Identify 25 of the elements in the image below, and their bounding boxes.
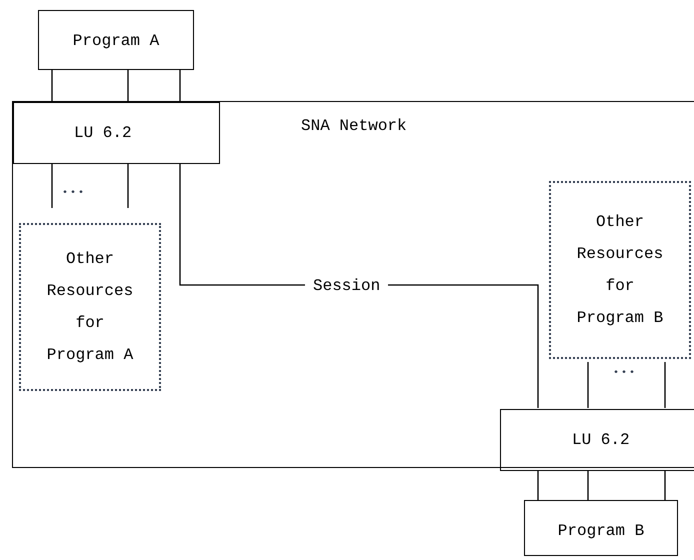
connector-line (537, 470, 539, 500)
connector-line (179, 70, 181, 101)
connector-line (127, 70, 129, 101)
connector-line (664, 362, 666, 408)
resource-block (549, 181, 691, 359)
ellipsis-label: ••• (62, 187, 86, 201)
connector-line (127, 163, 129, 208)
lu-box (500, 409, 694, 471)
connector-line (587, 362, 589, 408)
program-box (524, 500, 678, 556)
resource-block (19, 223, 161, 391)
program-label: Program B (556, 521, 646, 542)
connector-line (664, 470, 666, 500)
resource-text: Other Resources for Program B (576, 212, 664, 329)
connector-line (51, 70, 53, 101)
lu-label: LU 6.2 (74, 123, 132, 144)
lu-box (13, 102, 220, 164)
program-box (38, 10, 194, 70)
resource-text: Other Resources for Program A (46, 249, 134, 366)
connector-line (587, 470, 589, 500)
ellipsis-label: ••• (613, 367, 638, 381)
program-label: Program A (72, 31, 160, 52)
lu-label: LU 6.2 (572, 430, 630, 451)
network-title: SNA Network (301, 116, 407, 137)
connector-line (51, 163, 53, 208)
